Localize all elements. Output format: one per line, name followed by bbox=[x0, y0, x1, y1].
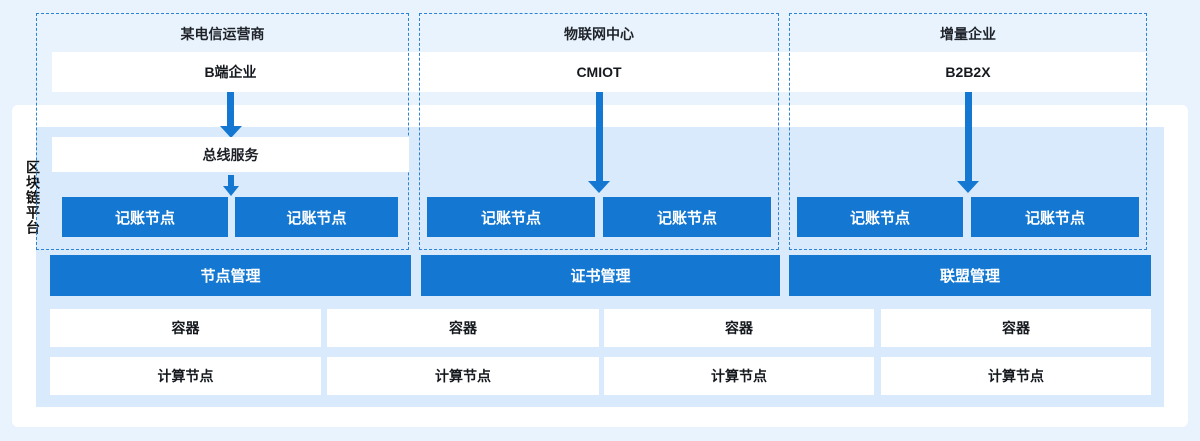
compute-node-cell: 计算节点 bbox=[50, 357, 321, 395]
ledger-node-box: 记账节点 bbox=[603, 197, 771, 237]
ledger-node-box: 记账节点 bbox=[62, 197, 228, 237]
compute-node-cell: 计算节点 bbox=[604, 357, 874, 395]
bus-service-box: 总线服务 bbox=[52, 137, 409, 172]
node-management-bar: 节点管理 bbox=[50, 255, 411, 296]
entity-label-b2b2x: B2B2X bbox=[945, 64, 991, 80]
flow-arrow-down bbox=[228, 175, 234, 186]
platform-label: 区块链平台 bbox=[25, 160, 41, 235]
ledger-node-box: 记账节点 bbox=[427, 197, 595, 237]
ledger-node-box: 记账节点 bbox=[797, 197, 963, 237]
flow-arrowhead-icon bbox=[957, 181, 979, 193]
container-cell: 容器 bbox=[604, 309, 874, 347]
container-cell: 容器 bbox=[327, 309, 599, 347]
alliance-management-bar: 联盟管理 bbox=[789, 255, 1151, 296]
entity-label-cmiot: CMIOT bbox=[576, 64, 622, 80]
zone-title: 某电信运营商 bbox=[180, 26, 265, 42]
compute-node-cell: 计算节点 bbox=[881, 357, 1151, 395]
container-cell: 容器 bbox=[881, 309, 1151, 347]
container-cell: 容器 bbox=[50, 309, 321, 347]
flow-arrowhead-icon bbox=[223, 186, 239, 196]
flow-arrow-down bbox=[227, 92, 234, 126]
ledger-node-box: 记账节点 bbox=[971, 197, 1139, 237]
certificate-management-bar: 证书管理 bbox=[421, 255, 780, 296]
flow-arrow-down bbox=[596, 92, 603, 181]
flow-arrowhead-icon bbox=[588, 181, 610, 193]
enterprise-band bbox=[52, 52, 1147, 92]
flow-arrowhead-icon bbox=[220, 126, 242, 138]
zone-incremental-enterprise: 增量企业 bbox=[789, 13, 1147, 250]
entity-label-b-enterprise: B端企业 bbox=[204, 64, 257, 80]
compute-node-cell: 计算节点 bbox=[327, 357, 599, 395]
flow-arrow-down bbox=[965, 92, 972, 181]
ledger-node-box: 记账节点 bbox=[235, 197, 398, 237]
zone-telecom-operator: 某电信运营商 bbox=[36, 13, 409, 250]
zone-title: 物联网中心 bbox=[564, 26, 634, 42]
zone-iot-center: 物联网中心 bbox=[419, 13, 779, 250]
zone-title: 增量企业 bbox=[940, 26, 996, 42]
